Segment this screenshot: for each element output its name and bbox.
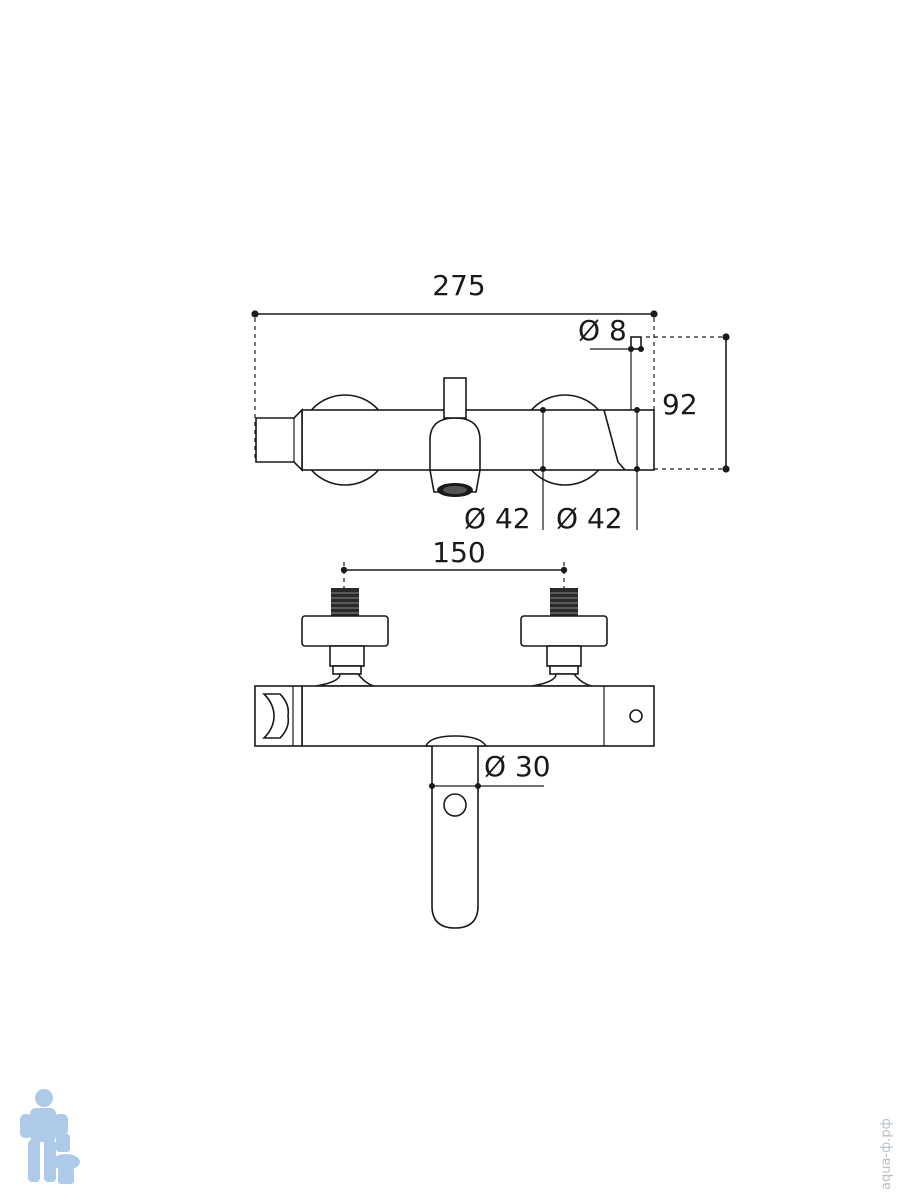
top-right-handle <box>603 409 626 471</box>
top-spout-clamp <box>443 377 467 419</box>
dim-92-end-bottom <box>722 465 730 473</box>
left-thread-icon <box>331 588 359 616</box>
dim-92-end-top <box>722 333 730 341</box>
dim-42-end-3 <box>634 407 640 413</box>
aerator-mesh <box>443 486 467 494</box>
dim-275-end-left <box>251 310 259 318</box>
dim-42-end-2 <box>540 466 546 472</box>
dim-body-diameter-left: Ø 42 <box>464 502 531 535</box>
dim-body-diameter-right: Ø 42 <box>556 502 623 535</box>
temperature-hole-icon <box>629 709 643 723</box>
front-spout <box>431 737 479 929</box>
top-view: 275 Ø 8 92 Ø 42 Ø 42 <box>251 269 730 535</box>
spout-collar <box>424 735 488 747</box>
dim-outlet-diameter: Ø 8 <box>578 314 627 347</box>
dim-30-end-right <box>475 783 481 789</box>
front-view: 150 <box>254 536 655 929</box>
side-watermark: aqua-ф.рф <box>879 1118 894 1190</box>
left-inlet <box>301 588 389 687</box>
dim-overall-width: 275 <box>432 269 485 302</box>
shower-holder <box>254 685 303 747</box>
front-body <box>301 685 655 747</box>
dim-inlet-spacing: 150 <box>432 536 485 569</box>
plumber-logo <box>20 1089 80 1184</box>
dim-30-end-left <box>429 783 435 789</box>
dim-275-end-right <box>650 310 658 318</box>
dim-42-end-4 <box>634 466 640 472</box>
dim-8-end-right <box>638 346 644 352</box>
dim-depth: 92 <box>662 388 698 421</box>
top-left-end <box>255 408 303 472</box>
dim-42-end-1 <box>540 407 546 413</box>
right-inlet <box>520 588 608 687</box>
top-spout <box>429 417 481 471</box>
spout-outlet-icon <box>443 793 467 817</box>
right-thread-icon <box>550 588 578 616</box>
dim-spout-diameter: Ø 30 <box>484 750 551 783</box>
